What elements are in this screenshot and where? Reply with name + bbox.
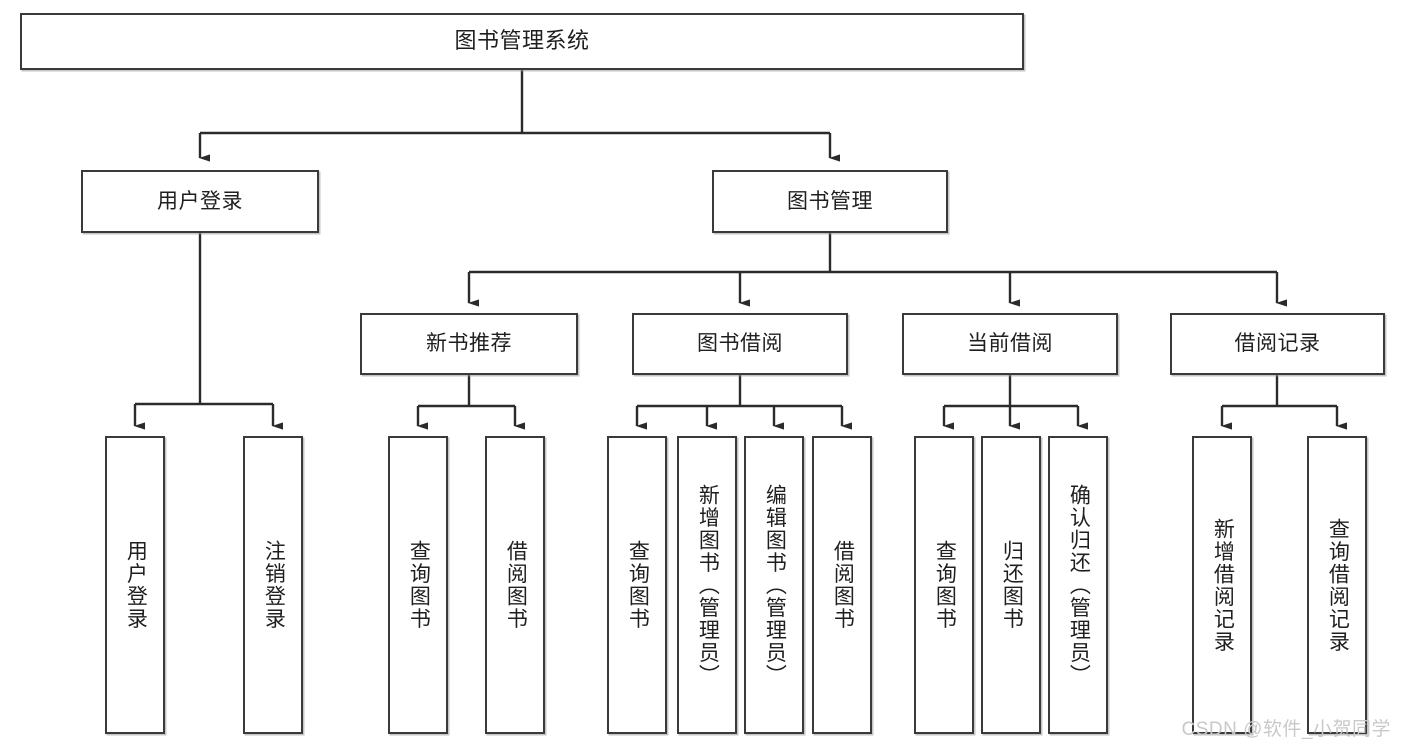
node-current-borrow[interactable]: 当前借阅	[902, 313, 1118, 375]
leaf-add-record[interactable]: 新增借阅记录	[1192, 436, 1252, 734]
leaf-query-book-1[interactable]: 查询图书	[388, 436, 448, 734]
watermark: CSDN @软件_小贺同学	[1181, 719, 1391, 740]
leaf-query-book-3-label: 查询图书	[933, 540, 957, 630]
leaf-borrow-book-1[interactable]: 借阅图书	[485, 436, 545, 734]
leaf-add-record-label: 新增借阅记录	[1211, 517, 1235, 653]
leaf-return-book-label: 归还图书	[1000, 540, 1024, 630]
node-book-manage[interactable]: 图书管理	[712, 170, 948, 233]
node-new-book-recommend-label: 新书推荐	[426, 332, 512, 356]
node-book-borrow[interactable]: 图书借阅	[632, 313, 848, 375]
node-current-borrow-label: 当前借阅	[967, 332, 1053, 356]
leaf-query-record[interactable]: 查询借阅记录	[1307, 436, 1367, 734]
node-new-book-recommend[interactable]: 新书推荐	[360, 313, 578, 375]
leaf-query-book-1-label: 查询图书	[407, 540, 431, 630]
node-book-manage-label: 图书管理	[787, 189, 873, 213]
leaf-edit-book[interactable]: 编辑图书（管理员）	[744, 436, 804, 734]
leaf-edit-book-label: 编辑图书（管理员）	[763, 483, 787, 687]
leaf-add-book-label: 新增图书（管理员）	[696, 483, 720, 687]
leaf-query-record-label: 查询借阅记录	[1326, 517, 1350, 653]
node-root-label: 图书管理系统	[454, 28, 590, 54]
leaf-query-book-2-label: 查询图书	[626, 540, 650, 630]
leaf-user-login[interactable]: 用户登录	[105, 436, 165, 734]
node-user-login[interactable]: 用户登录	[81, 170, 319, 233]
leaf-query-book-3[interactable]: 查询图书	[914, 436, 974, 734]
node-root[interactable]: 图书管理系统	[20, 13, 1024, 70]
leaf-user-login-label: 用户登录	[124, 540, 148, 630]
leaf-borrow-book-2-label: 借阅图书	[831, 540, 855, 630]
leaf-borrow-book-1-label: 借阅图书	[504, 540, 528, 630]
node-user-login-label: 用户登录	[157, 189, 243, 213]
node-borrow-record[interactable]: 借阅记录	[1170, 313, 1385, 375]
leaf-borrow-book-2[interactable]: 借阅图书	[812, 436, 872, 734]
leaf-user-logout[interactable]: 注销登录	[243, 436, 303, 734]
leaf-confirm-return[interactable]: 确认归还（管理员）	[1048, 436, 1108, 734]
leaf-query-book-2[interactable]: 查询图书	[607, 436, 667, 734]
leaf-user-logout-label: 注销登录	[262, 540, 286, 630]
leaf-confirm-return-label: 确认归还（管理员）	[1067, 483, 1091, 687]
node-book-borrow-label: 图书借阅	[697, 332, 783, 356]
node-borrow-record-label: 借阅记录	[1234, 332, 1321, 356]
leaf-return-book[interactable]: 归还图书	[981, 436, 1041, 734]
leaf-add-book[interactable]: 新增图书（管理员）	[677, 436, 737, 734]
